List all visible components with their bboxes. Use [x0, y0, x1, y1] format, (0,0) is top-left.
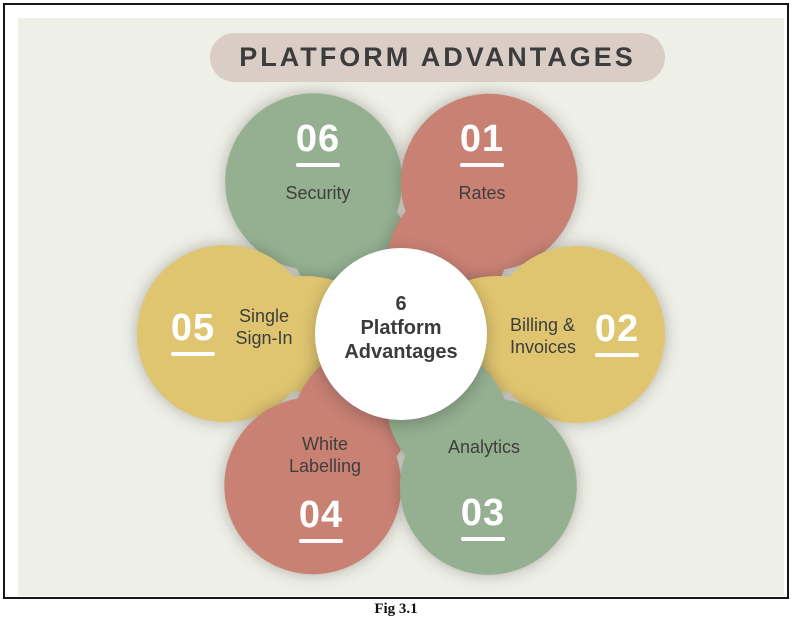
number-underline — [296, 163, 340, 167]
number-underline — [595, 353, 639, 357]
petal-01-text: 01 Rates — [422, 120, 542, 205]
figure-title: PLATFORM ADVANTAGES — [239, 42, 636, 72]
petal-04-number: 04 — [298, 494, 344, 536]
petal-03-label: Analytics — [447, 437, 521, 457]
petal-02-label: Billing & Invoices — [510, 315, 577, 357]
petal-03-number-block: 03 — [423, 494, 543, 541]
figure-title-pill: PLATFORM ADVANTAGES — [210, 33, 665, 82]
petal-02-number: 02 — [594, 308, 640, 350]
center-text: 6 Platform Advantages — [344, 292, 457, 376]
petal-03-number: 03 — [460, 492, 506, 534]
petal-04-label: White Labelling — [288, 434, 362, 476]
petal-06-label: Security — [285, 183, 351, 203]
center-circle: 6 Platform Advantages — [315, 248, 487, 420]
petal-06-number: 06 — [295, 118, 341, 160]
petal-04-number-block: 04 — [261, 496, 381, 543]
number-underline — [299, 539, 343, 543]
center-line3: Advantages — [344, 341, 458, 363]
center-count: 6 — [395, 293, 407, 315]
petal-02-number-block: 02 — [577, 310, 657, 357]
petal-01-number: 01 — [459, 118, 505, 160]
petal-06-text: 06 Security — [258, 120, 378, 205]
figure-caption: Fig 3.1 — [374, 601, 418, 617]
number-underline — [460, 163, 504, 167]
number-underline — [171, 352, 215, 356]
petal-01-label: Rates — [458, 183, 506, 203]
center-line2: Platform — [360, 317, 442, 339]
number-underline — [461, 537, 505, 541]
petal-05-number: 05 — [170, 307, 216, 349]
petal-05-label: Single Sign-In — [235, 306, 293, 348]
petal-05-number-block: 05 — [153, 309, 233, 356]
